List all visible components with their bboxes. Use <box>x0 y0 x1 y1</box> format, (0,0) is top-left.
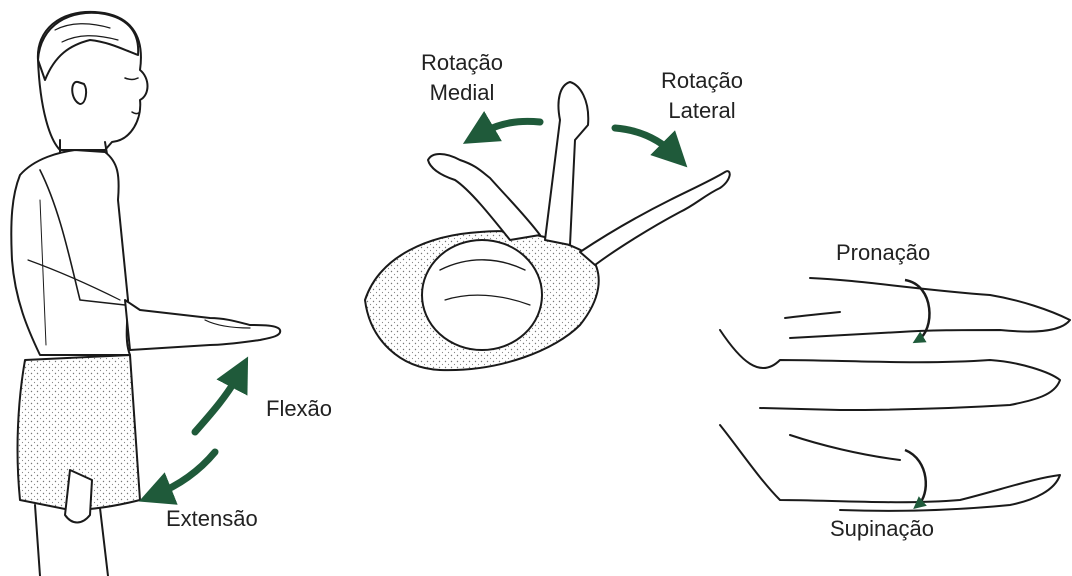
rotacao-medial-label-line1: Rotação <box>418 50 506 76</box>
extended-arm <box>125 300 280 350</box>
flexao-label: Flexão <box>266 396 332 422</box>
extensao-label: Extensão <box>166 506 258 532</box>
arm-lateral <box>580 171 730 265</box>
forearms-figure <box>720 278 1070 511</box>
forearm-neutral <box>720 330 1060 410</box>
top-view-figure <box>365 82 730 370</box>
forearm-supination <box>720 425 1060 511</box>
arm-medial <box>428 154 540 240</box>
arm-vertical <box>545 82 588 245</box>
standing-figure <box>11 12 280 576</box>
torso <box>11 150 130 355</box>
pronacao-label: Pronação <box>836 240 930 266</box>
rotacao-lateral-label-line2: Lateral <box>658 98 746 124</box>
hanging-hand <box>65 470 92 523</box>
supinacao-arrow <box>905 450 926 505</box>
extensao-arrow <box>155 452 215 495</box>
supinacao-label: Supinação <box>830 516 934 542</box>
flexao-arrow <box>195 372 240 432</box>
rotacao-medial-arrow <box>478 121 540 135</box>
rotacao-lateral-label-line1: Rotação <box>658 68 746 94</box>
rotacao-medial-label-line2: Medial <box>418 80 506 106</box>
rotacao-lateral-arrow <box>615 128 675 155</box>
